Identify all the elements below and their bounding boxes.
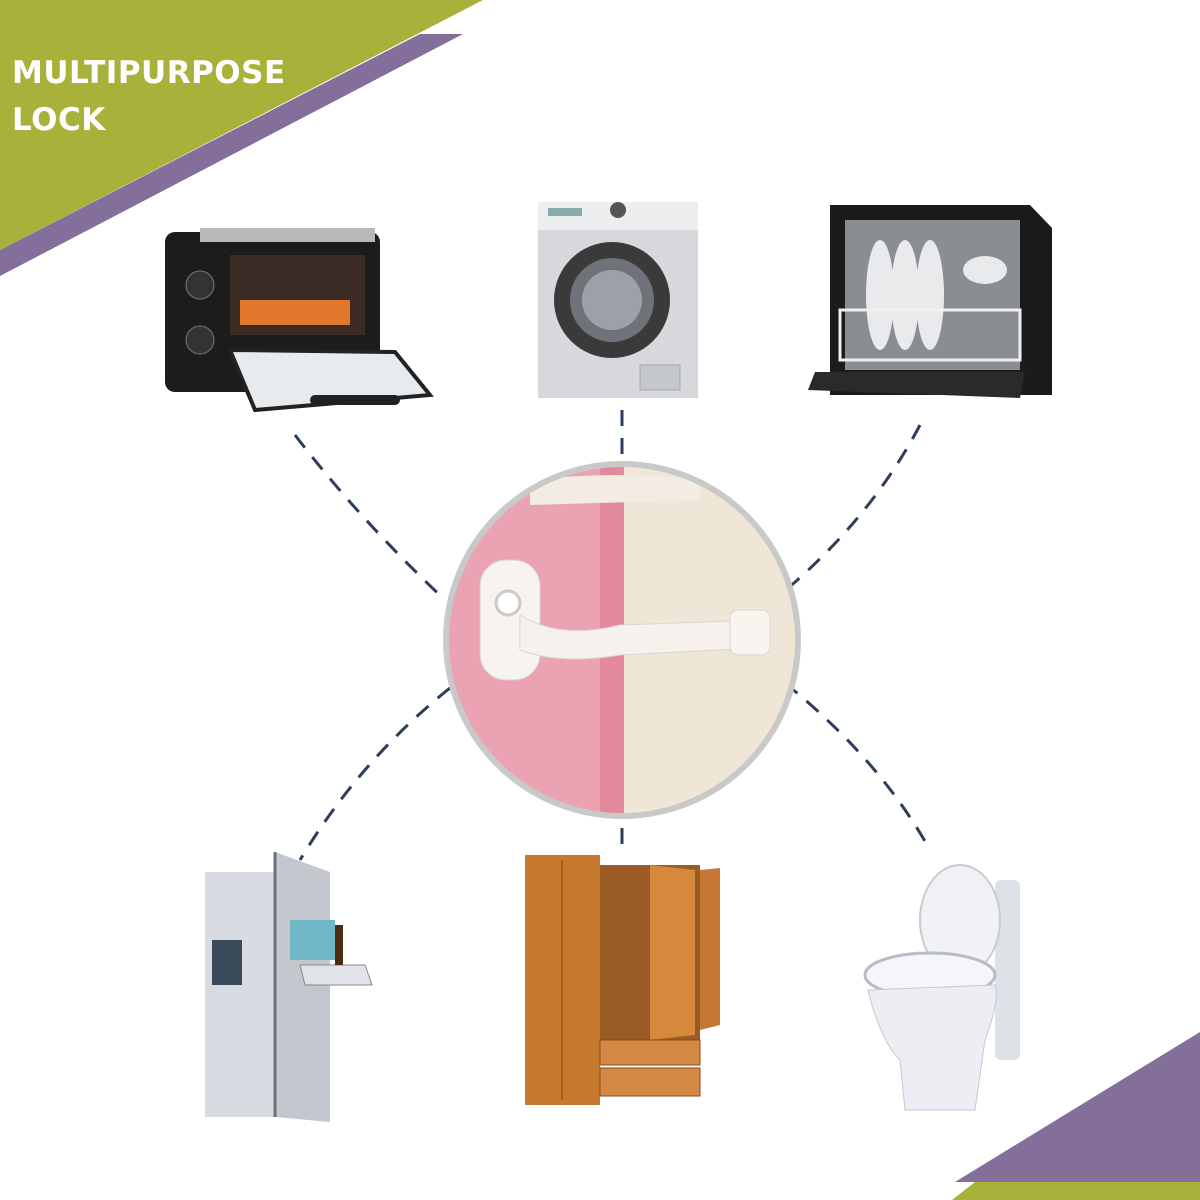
wardrobe-icon bbox=[525, 855, 720, 1105]
refrigerator-icon bbox=[205, 852, 373, 1122]
purple-triangle-bottom bbox=[955, 1032, 1200, 1182]
purple-band-top bbox=[0, 34, 463, 276]
center-lock-photo bbox=[443, 461, 801, 819]
toilet-icon bbox=[863, 864, 1020, 1111]
green-strip-bottom bbox=[952, 1182, 1200, 1200]
dishwasher-icon bbox=[808, 205, 1052, 398]
banner-title-line2: LOCK bbox=[12, 102, 106, 138]
toaster-oven-icon bbox=[165, 228, 434, 413]
green-triangle-top bbox=[0, 0, 483, 250]
banner-title: MULTIPURPOSE LOCK bbox=[12, 50, 286, 144]
washing-machine-icon bbox=[538, 202, 698, 398]
banner-title-line1: MULTIPURPOSE bbox=[12, 55, 286, 91]
